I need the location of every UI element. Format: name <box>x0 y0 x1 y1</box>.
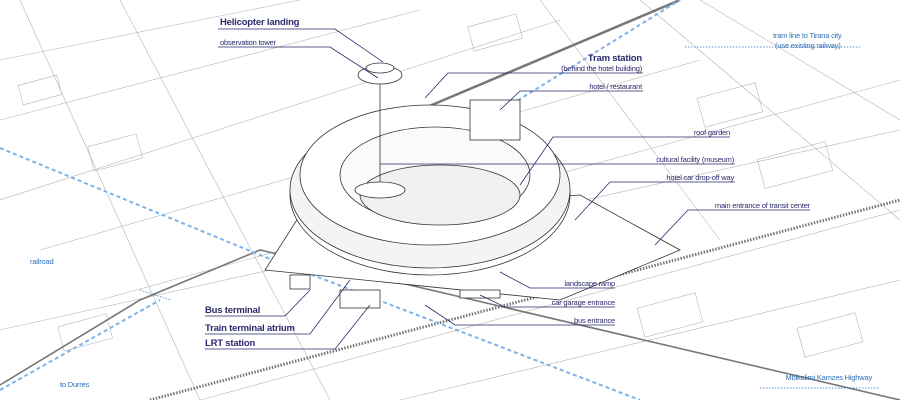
label-tram-station: Tram station <box>587 53 642 64</box>
label-cultural-facility: cultural facility (museum) <box>656 155 734 164</box>
label-bus-terminal: Bus terminal <box>205 305 261 316</box>
leader-lines <box>205 28 810 350</box>
map-label-railroad: railroad <box>30 257 54 266</box>
transit-routes <box>0 0 681 400</box>
label-roof-garden: roof garden <box>693 128 730 137</box>
label-train-terminal-atrium: Train terminal atrium <box>205 323 295 334</box>
label-landscape-ramp: landscape ramp <box>564 279 615 288</box>
label-hotel-restaurant: hotel / restaurant <box>589 82 642 91</box>
map-label-to-durres: to Durres <box>60 380 90 389</box>
label-observation-tower: observation tower <box>220 38 276 47</box>
map-label-highway: Mbikalimi Kamzes Highway <box>785 373 873 382</box>
transit-center-building <box>264 62 681 309</box>
label-main-entrance: main entrance of transit center <box>714 201 810 210</box>
label-helicopter-landing: Helicopter landing <box>220 17 300 28</box>
map-label-tram-line: tram line to Tirana city <box>773 31 842 40</box>
label-lrt-station: LRT station <box>205 338 256 349</box>
label-hotel-dropoff: hotel car drop-off way <box>666 173 734 182</box>
label-tram-station-note: (behind the hotel building) <box>561 64 642 73</box>
route-markers <box>139 46 880 389</box>
label-car-garage-entrance: car garage entrance <box>551 298 616 307</box>
label-bus-entrance: bus entrance <box>574 316 615 325</box>
map-label-tram-line-note: (use existing railway) <box>775 41 841 50</box>
